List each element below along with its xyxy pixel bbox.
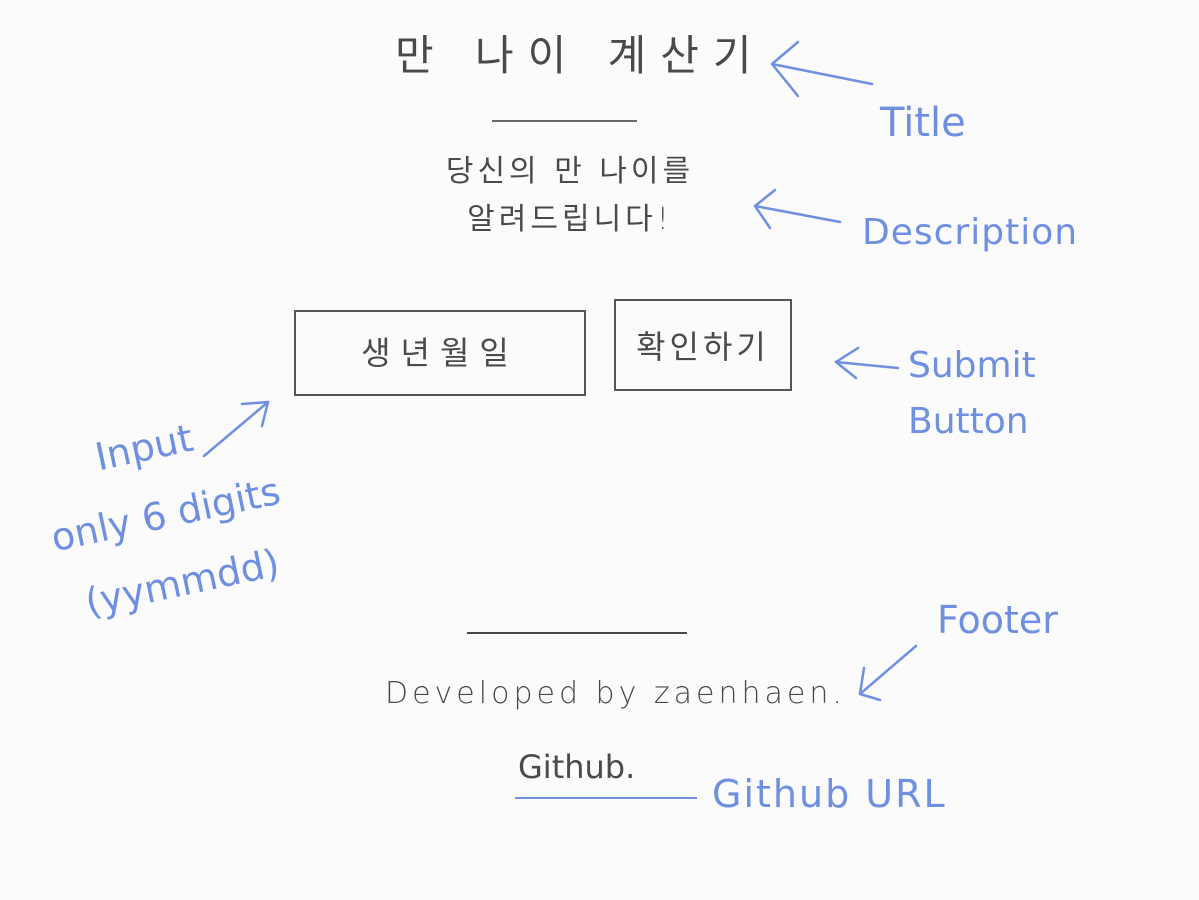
github-link[interactable]: Github. xyxy=(518,748,636,786)
annotation-title: Title xyxy=(880,100,966,146)
submit-button[interactable]: 확인하기 xyxy=(614,299,792,391)
annotation-description: Description xyxy=(862,212,1079,253)
submit-button-label: 확인하기 xyxy=(636,328,770,366)
annotation-input: Input only 6 digits (yymmdd) xyxy=(30,374,367,642)
arrow-description xyxy=(753,188,842,230)
annotation-submit-line-2: Button xyxy=(908,401,1029,442)
annotation-footer: Footer xyxy=(937,598,1058,642)
page-description: 당신의 만 나이를 알려드립니다! xyxy=(420,148,720,244)
title-divider xyxy=(492,120,637,122)
description-line-2: 알려드립니다! xyxy=(467,202,673,237)
description-line-1: 당신의 만 나이를 xyxy=(445,154,695,189)
page-title: 만 나이 계산기 xyxy=(395,31,766,80)
arrow-title xyxy=(770,40,874,98)
annotation-submit-button: Submit Button xyxy=(908,338,1036,450)
annotation-submit-line-1: Submit xyxy=(908,345,1036,386)
arrow-submit xyxy=(834,346,900,380)
footer-divider xyxy=(467,632,687,634)
github-link-underline xyxy=(515,797,697,799)
birthdate-input[interactable] xyxy=(294,310,586,396)
footer-credit: Developed by zaenhaen. xyxy=(385,676,846,711)
annotation-github-url: Github URL xyxy=(712,772,947,816)
arrow-footer xyxy=(858,644,918,702)
